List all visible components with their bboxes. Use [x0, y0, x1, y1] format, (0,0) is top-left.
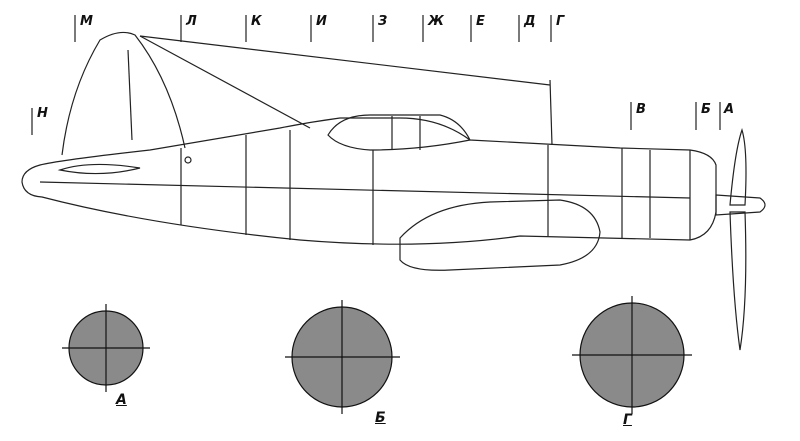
station-ticks: [31, 15, 721, 135]
station-label-a: А: [724, 102, 735, 117]
station-label-z: З: [378, 14, 388, 29]
section-label-a: А: [116, 392, 127, 408]
station-label-g: Г: [556, 14, 565, 29]
station-label-e: Е: [476, 14, 485, 29]
station-label-m: М: [80, 14, 93, 29]
section-label-b: Б: [375, 410, 386, 426]
wing: [399, 199, 601, 271]
propeller: [715, 128, 766, 351]
section-label-g: Г: [623, 412, 632, 428]
section-b: [285, 300, 400, 414]
station-label-b: Б: [701, 102, 711, 117]
station-label-zh: Ж: [428, 14, 444, 29]
station-label-k: К: [251, 14, 262, 29]
tail-fin: [61, 31, 186, 156]
section-a: [62, 304, 150, 392]
station-label-i: И: [316, 14, 327, 29]
section-g: [572, 296, 692, 414]
station-label-l: Л: [186, 14, 197, 29]
antenna-wire: [139, 35, 553, 146]
station-label-v: В: [636, 102, 646, 117]
fuselage: [21, 117, 717, 245]
station-label-d: Д: [524, 14, 536, 29]
station-label-n: Н: [37, 106, 48, 121]
canopy: [327, 114, 471, 151]
